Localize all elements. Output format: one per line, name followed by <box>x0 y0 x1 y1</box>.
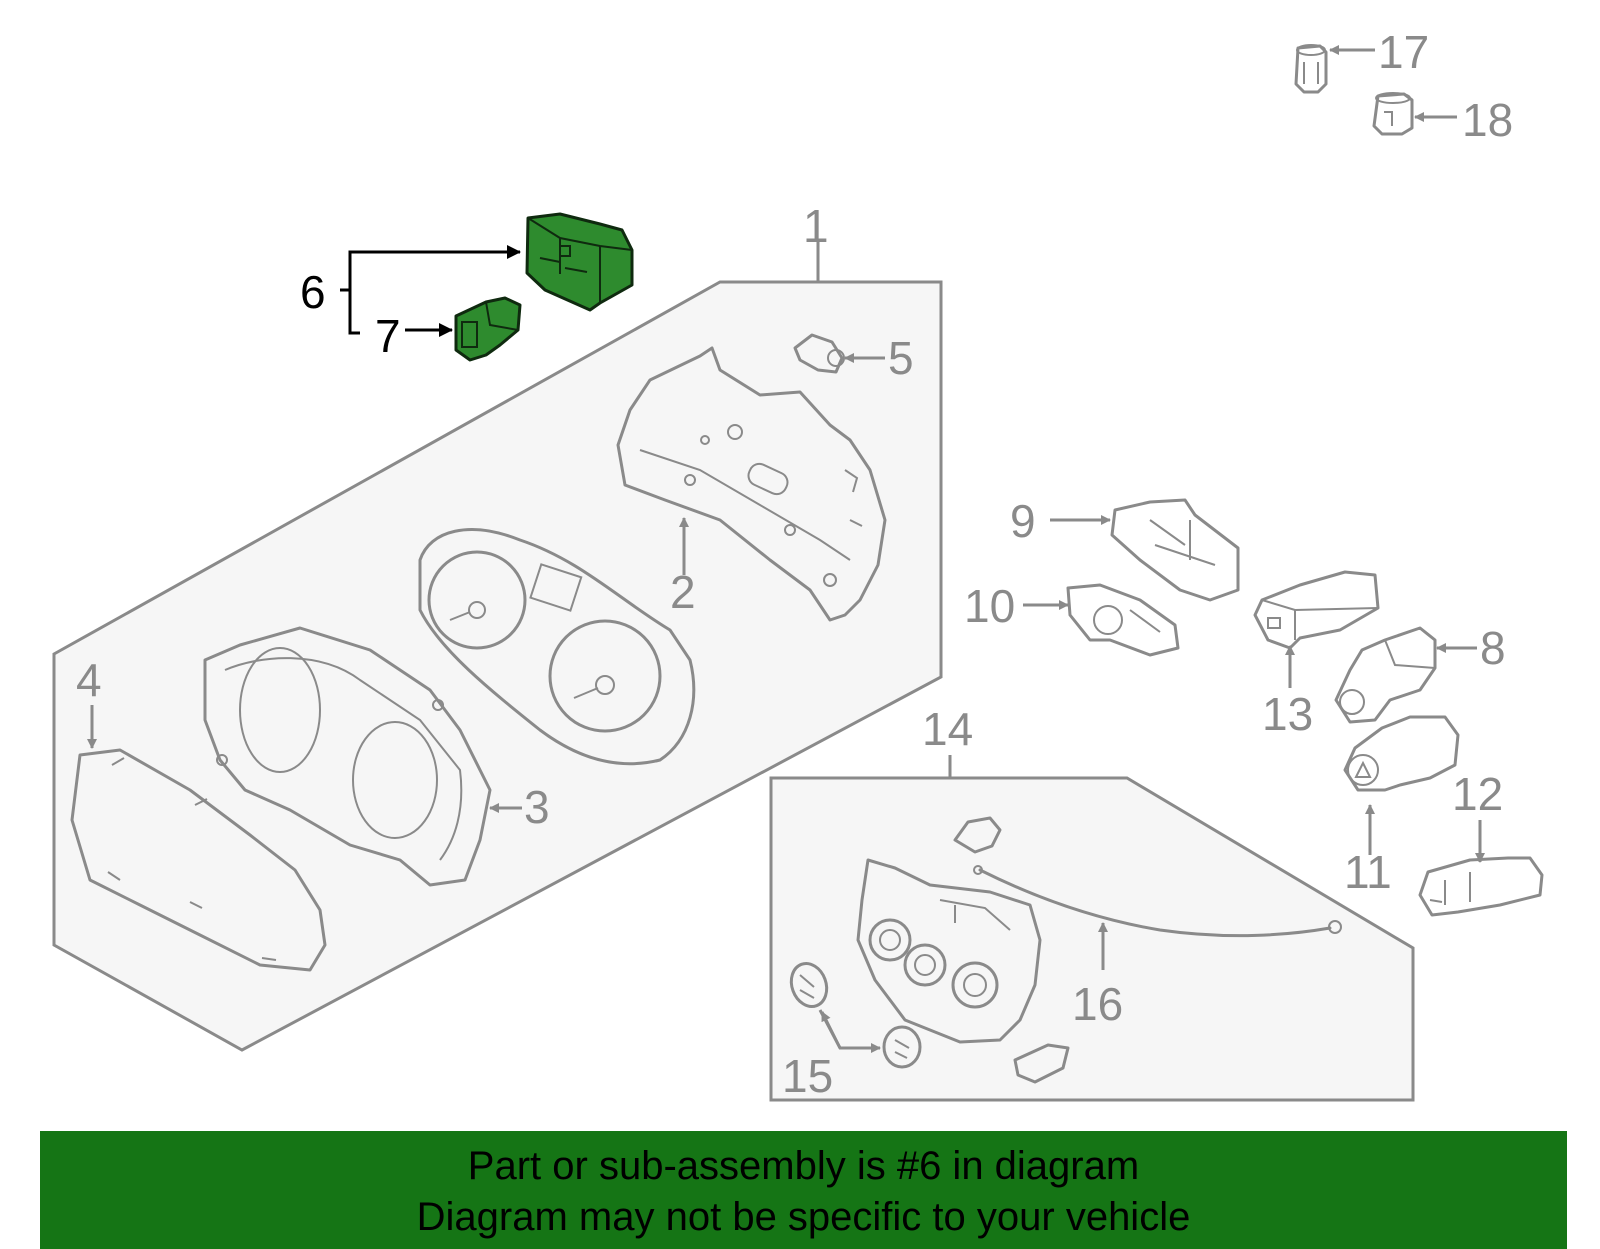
part-10-bezel <box>1066 583 1180 657</box>
callout-17: 17 <box>1378 26 1429 78</box>
callout-15: 15 <box>782 1050 833 1102</box>
part-12-switch <box>1418 856 1544 917</box>
knob-cap <box>953 816 1002 854</box>
callout-2: 2 <box>670 566 696 618</box>
small-switch-highlighted <box>454 296 522 362</box>
part-13-switch <box>1253 570 1380 650</box>
callout-3: 3 <box>524 781 550 833</box>
cluster-assembly-panel <box>52 280 943 1052</box>
callout-5: 5 <box>888 332 914 384</box>
part-16-cable <box>973 865 1342 938</box>
climate-control-panel <box>769 776 1415 1102</box>
callout-1: 1 <box>803 200 829 252</box>
part-9-bracket <box>1110 498 1240 602</box>
cluster-bezel <box>203 626 492 887</box>
part-15-knobs <box>789 962 922 1069</box>
small-cover <box>1013 1043 1070 1084</box>
callout-14: 14 <box>922 703 973 755</box>
banner-line-2: Diagram may not be specific to your vehi… <box>416 1195 1191 1239</box>
callout-16: 16 <box>1072 978 1123 1030</box>
part-18-bulb <box>1372 92 1414 136</box>
callout-10: 10 <box>964 580 1015 632</box>
callout-8: 8 <box>1480 622 1506 674</box>
gauge-dial-plate <box>418 528 696 766</box>
callout-12: 12 <box>1452 768 1503 820</box>
callout-7: 7 <box>375 310 401 362</box>
callout-4: 4 <box>76 654 102 706</box>
callout-11: 11 <box>1344 846 1392 898</box>
callout-13: 13 <box>1262 688 1313 740</box>
info-banner: Part or sub-assembly is #6 in diagram Di… <box>40 1131 1567 1249</box>
cluster-case-back <box>616 346 887 622</box>
part-17-bulb <box>1294 44 1328 94</box>
callout-18: 18 <box>1462 94 1513 146</box>
callout-9: 9 <box>1010 495 1036 547</box>
climate-control-unit <box>856 858 1042 1044</box>
callout-6: 6 <box>300 266 326 318</box>
part-8-switch <box>1334 626 1437 724</box>
banner-line-1: Part or sub-assembly is #6 in diagram <box>467 1144 1140 1188</box>
cluster-lens <box>70 748 327 972</box>
part-11-hazard-switch <box>1343 715 1460 792</box>
switch-housing-highlighted <box>525 212 634 312</box>
